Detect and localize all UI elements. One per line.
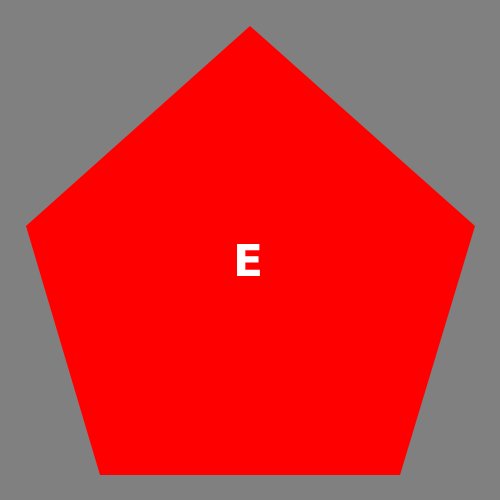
pentagon-shape bbox=[26, 26, 475, 475]
shape-label: E bbox=[233, 236, 263, 287]
